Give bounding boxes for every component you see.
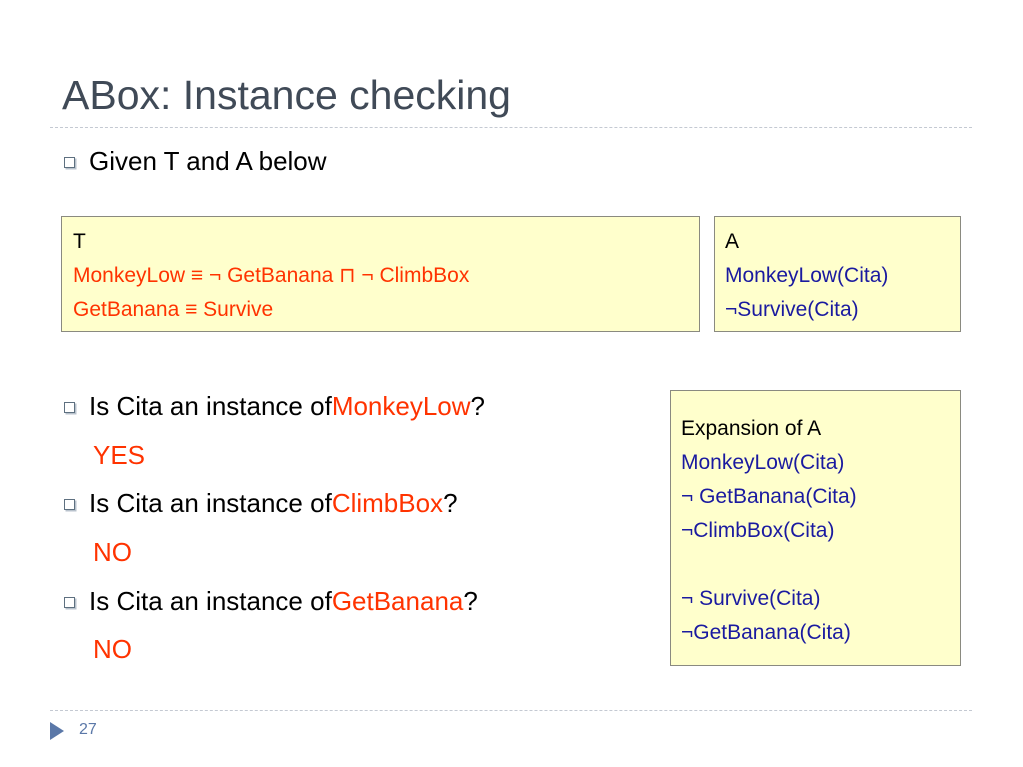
intro-text: Given T and A below — [89, 146, 327, 176]
square-bullet-icon — [64, 499, 75, 510]
expansion-line: ¬ClimbBox(Cita) — [681, 519, 835, 542]
expansion-panel: Expansion of A MonkeyLow(Cita) ¬ GetBana… — [670, 390, 961, 666]
tbox-heading: T — [73, 230, 86, 253]
tbox-axiom: GetBanana ≡ Survive — [73, 298, 274, 321]
abox-assertion: ¬Survive(Cita) — [725, 298, 859, 321]
tbox-axiom: MonkeyLow ≡ ¬ GetBanana ⊓ ¬ ClimbBox — [73, 264, 470, 287]
footer-divider — [50, 710, 972, 711]
question-mark: ? — [443, 488, 458, 518]
expansion-line — [681, 548, 960, 582]
question-mark: ? — [463, 586, 478, 616]
question-bullet: Is Cita an instance of GetBanana? — [64, 586, 478, 617]
abox-heading: A — [725, 230, 740, 253]
question-concept: MonkeyLow — [331, 391, 471, 421]
square-bullet-icon — [64, 597, 75, 608]
intro-bullet: Given T and A below — [64, 146, 327, 177]
question-text: Is Cita an instance of — [89, 488, 332, 518]
triangle-right-icon — [50, 722, 64, 740]
question-answer: NO — [93, 634, 132, 664]
expansion-line: ¬ GetBanana(Cita) — [681, 485, 857, 508]
question-concept: GetBanana — [331, 586, 464, 616]
question-answer: YES — [93, 440, 146, 470]
question-bullet: Is Cita an instance of ClimbBox? — [64, 488, 458, 519]
square-bullet-icon — [64, 157, 75, 168]
question-mark: ? — [470, 391, 486, 421]
expansion-line: ¬ Survive(Cita) — [681, 587, 821, 610]
question-answer: NO — [93, 537, 132, 567]
expansion-heading: Expansion of A — [681, 417, 822, 440]
slide-title: ABox: Instance checking — [62, 72, 511, 118]
square-bullet-icon — [64, 402, 75, 413]
abox-panel: A MonkeyLow(Cita) ¬Survive(Cita) — [714, 216, 961, 332]
page-number: 27 — [79, 721, 97, 738]
question-text: Is Cita an instance of — [89, 391, 332, 421]
expansion-line: MonkeyLow(Cita) — [681, 451, 845, 474]
question-text: Is Cita an instance of — [89, 586, 332, 616]
title-divider — [50, 127, 972, 128]
tbox-panel: T MonkeyLow ≡ ¬ GetBanana ⊓ ¬ ClimbBox G… — [61, 216, 700, 332]
expansion-line: ¬GetBanana(Cita) — [681, 621, 851, 644]
question-bullet: Is Cita an instance of MonkeyLow? — [64, 391, 485, 422]
abox-assertion: MonkeyLow(Cita) — [725, 264, 889, 287]
question-concept: ClimbBox — [331, 488, 444, 518]
